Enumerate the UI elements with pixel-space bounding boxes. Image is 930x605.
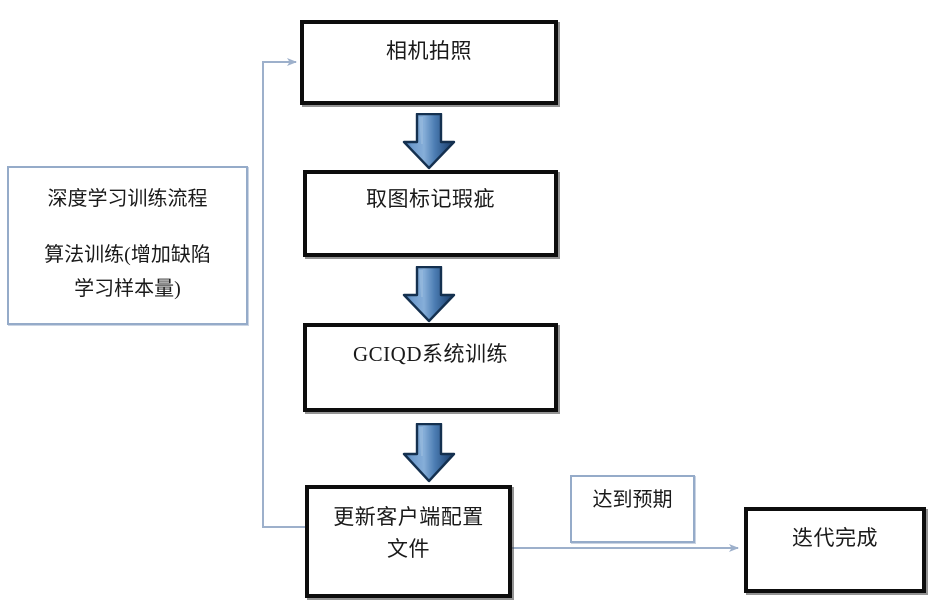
training-flow-note-line2: 算法训练(增加缺陷: [44, 244, 211, 266]
arrow-training-to-update-icon: [402, 423, 456, 483]
process-label-iteration-complete: 迭代完成: [792, 526, 878, 550]
training-flow-note-line3: 学习样本量): [74, 278, 181, 300]
process-box-update-client-config[interactable]: 更新客户端配置 文件: [305, 485, 512, 598]
arrow-marking-to-training-icon: [402, 266, 456, 323]
arrow-capture-to-marking-icon: [402, 113, 456, 170]
process-label-image-defect-marking: 取图标记瑕疵: [366, 187, 495, 211]
process-label-update-client-config: 更新客户端配置 文件: [333, 505, 484, 561]
process-box-image-defect-marking[interactable]: 取图标记瑕疵: [303, 170, 558, 257]
training-flow-note-box: 深度学习训练流程 算法训练(增加缺陷 学习样本量): [7, 166, 248, 325]
process-label-camera-capture: 相机拍照: [386, 39, 472, 63]
expectation-note-label: 达到预期: [592, 489, 673, 511]
process-box-camera-capture[interactable]: 相机拍照: [300, 20, 558, 105]
training-flow-note-line1: 深度学习训练流程: [47, 188, 208, 210]
expectation-note-box: 达到预期: [570, 475, 695, 543]
process-label-gciqd-system-training: GCIQD系统训练: [353, 342, 508, 366]
process-box-gciqd-system-training[interactable]: GCIQD系统训练: [303, 323, 558, 412]
process-box-iteration-complete[interactable]: 迭代完成: [744, 507, 926, 593]
